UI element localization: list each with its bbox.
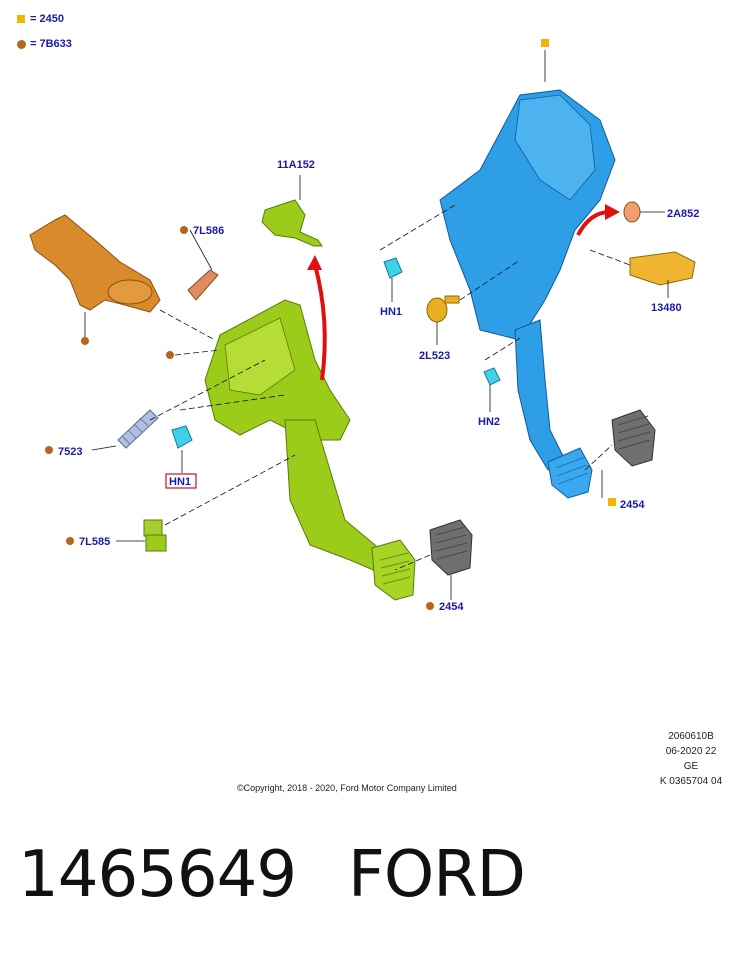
brake-pedal-assembly: [379, 39, 696, 506]
label-2A852: 2A852: [667, 208, 699, 220]
meta-line-1: 2060610B: [668, 731, 714, 742]
switch-7L585: [143, 519, 167, 552]
copyright-text: ©Copyright, 2018 - 2020, Ford Motor Comp…: [237, 783, 457, 793]
switch-13480: [629, 251, 696, 286]
cap-2A852: [623, 201, 641, 223]
marker-circle: [45, 446, 53, 454]
marker-circle: [66, 537, 74, 545]
clutch-pedal-assembly: [29, 175, 473, 610]
label-hn1-left: HN1: [169, 476, 191, 488]
label-13480: 13480: [651, 302, 682, 314]
marker-circle: [81, 337, 89, 345]
pushrod-7L586: [187, 269, 219, 301]
hn1-highlight-box: [165, 473, 197, 489]
marker-square: [608, 498, 616, 506]
label-7L585: 7L585: [79, 536, 110, 548]
gray-pedal-pad-right: [611, 409, 656, 467]
marker-circle: [180, 226, 188, 234]
clip-hn1-right: [383, 257, 403, 279]
blue-pedal-pad: [547, 447, 593, 499]
meta-line-2: 06-2020 22: [665, 746, 717, 757]
bolt-2L523: [426, 295, 460, 323]
sensor-11A152: [261, 199, 323, 247]
spring-7523: [117, 409, 159, 449]
marker-square: [541, 39, 549, 47]
clip-hn2: [483, 367, 501, 386]
meta-line-4: K 0365704 04: [659, 776, 723, 787]
label-hn2: HN2: [478, 416, 500, 428]
legend-text-square: = 2450: [30, 13, 64, 25]
legend-square-icon: [17, 15, 25, 23]
green-pedal-pad: [371, 539, 416, 601]
marker-circle: [426, 602, 434, 610]
label-2454-right: 2454: [620, 499, 645, 511]
label-7523: 7523: [58, 446, 82, 458]
legend-text-circle: = 7B633: [30, 38, 72, 50]
marker-circle: [166, 351, 174, 359]
label-11A152: 11A152: [277, 159, 315, 171]
brand-name: FORD: [348, 838, 526, 912]
part-number: 1465649: [18, 838, 297, 912]
label-7L586: 7L586: [193, 225, 224, 237]
red-arrow-left: [313, 264, 327, 381]
drawing-meta: 2060610B 06-2020 22 GE K 0365704 04: [650, 729, 732, 789]
clip-hn1-left: [171, 425, 193, 449]
legend-circle-icon: [17, 40, 26, 49]
label-2454-left: 2454: [439, 601, 464, 613]
meta-line-3: GE: [683, 761, 699, 772]
label-2L523: 2L523: [419, 350, 450, 362]
label-hn1-right: HN1: [380, 306, 402, 318]
blue-pedal-arm: [514, 319, 566, 471]
